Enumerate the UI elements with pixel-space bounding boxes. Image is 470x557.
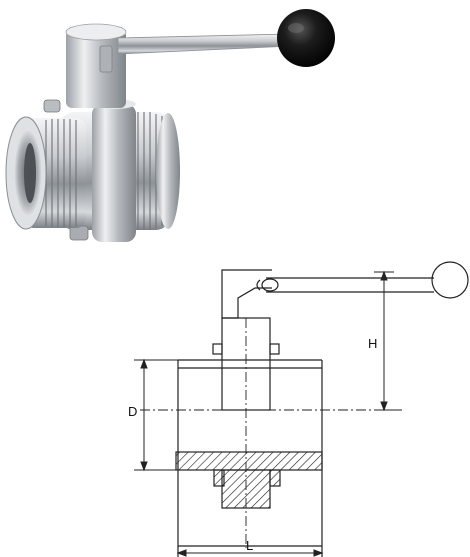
drawing-center-lines <box>140 318 402 548</box>
dimension-h-label: H <box>368 336 377 351</box>
valve-left-connection <box>5 116 86 230</box>
drawing-handle-knob <box>431 261 469 299</box>
technical-drawing: H D L <box>128 261 469 557</box>
dimension-h <box>374 270 394 412</box>
valve-stem-housing <box>65 23 127 108</box>
dimension-l-label: L <box>246 538 253 553</box>
drawing-handle <box>221 269 434 319</box>
valve-handle <box>117 33 293 55</box>
dimension-d-label: D <box>128 404 137 419</box>
dimension-d <box>134 358 178 472</box>
handle-knob <box>277 9 335 67</box>
dimension-l <box>176 549 324 557</box>
product-photo <box>5 9 335 242</box>
drawing-section-hatch <box>175 451 323 509</box>
